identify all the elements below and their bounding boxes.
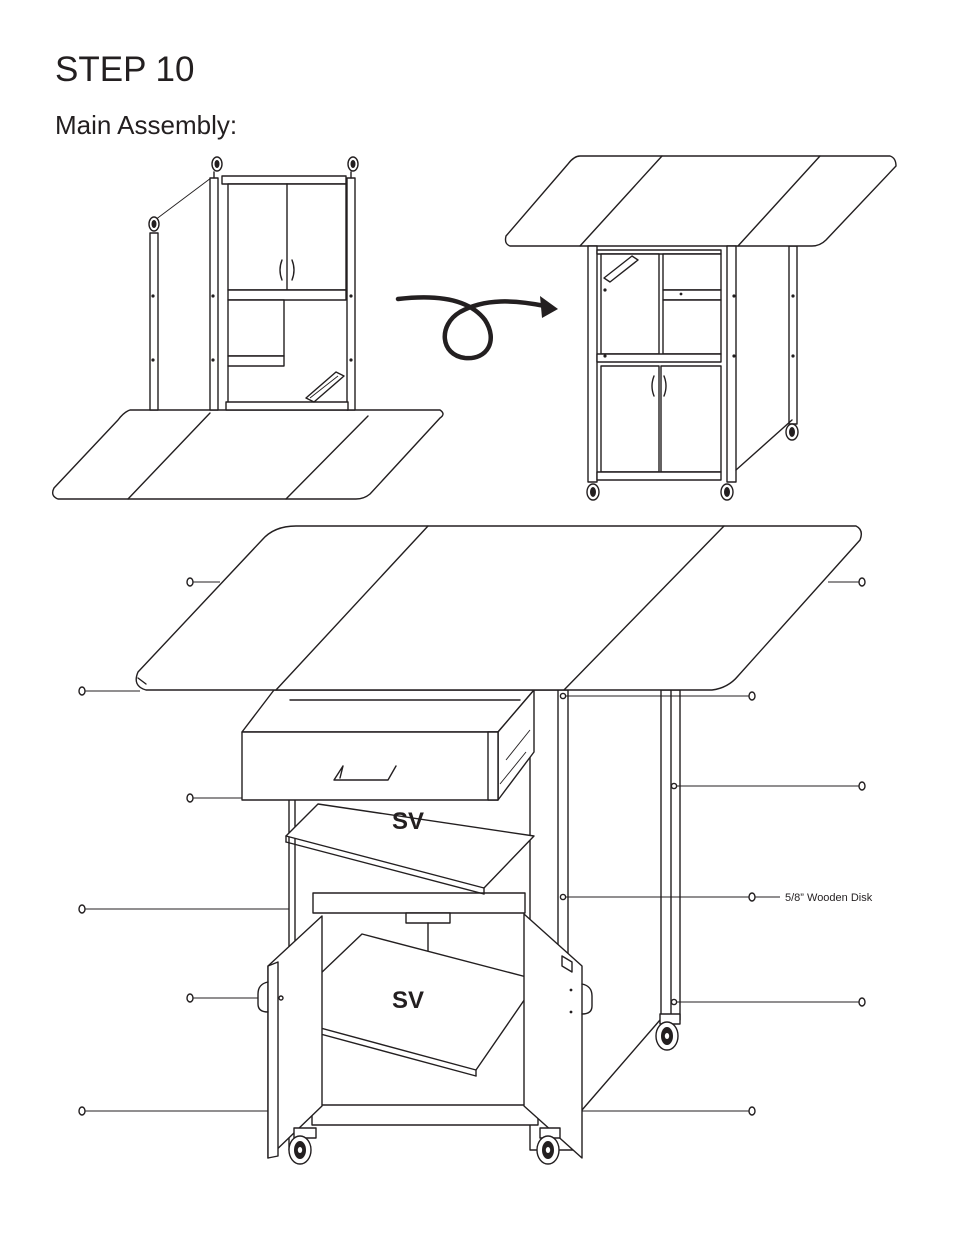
wooden-disk-icon: [79, 687, 140, 695]
upside-down-cart-figure: [53, 157, 443, 499]
wooden-disk-icon: [828, 578, 865, 586]
wheel-icon: [786, 424, 798, 440]
wooden-disk-icon: [79, 1107, 268, 1115]
shelf-label-upper: SV: [392, 808, 424, 835]
wheel-icon: [149, 217, 159, 231]
wheel-icon: [656, 1014, 680, 1050]
wooden-disk-icon: [677, 782, 865, 790]
wheel-icon: [587, 484, 599, 500]
wheel-icon: [537, 1128, 560, 1164]
wheel-icon: [212, 157, 222, 171]
wooden-disk-icon: [187, 794, 242, 802]
main-cart-figure: [136, 526, 861, 1164]
wooden-disk-icon: [582, 1107, 755, 1115]
wooden-disk-icon: [79, 905, 289, 913]
wooden-disk-callout-label: 5/8” Wooden Disk: [785, 892, 873, 904]
wheel-icon: [348, 157, 358, 171]
curved-arrow-icon: [398, 296, 558, 358]
wheel-icon: [721, 484, 733, 500]
upright-cart-figure: [506, 156, 897, 500]
wooden-disk-icon: [187, 994, 258, 1002]
shelf-label-lower: SV: [392, 987, 424, 1014]
wooden-disk-icon: [677, 998, 865, 1006]
wooden-disk-icon: [187, 578, 220, 586]
